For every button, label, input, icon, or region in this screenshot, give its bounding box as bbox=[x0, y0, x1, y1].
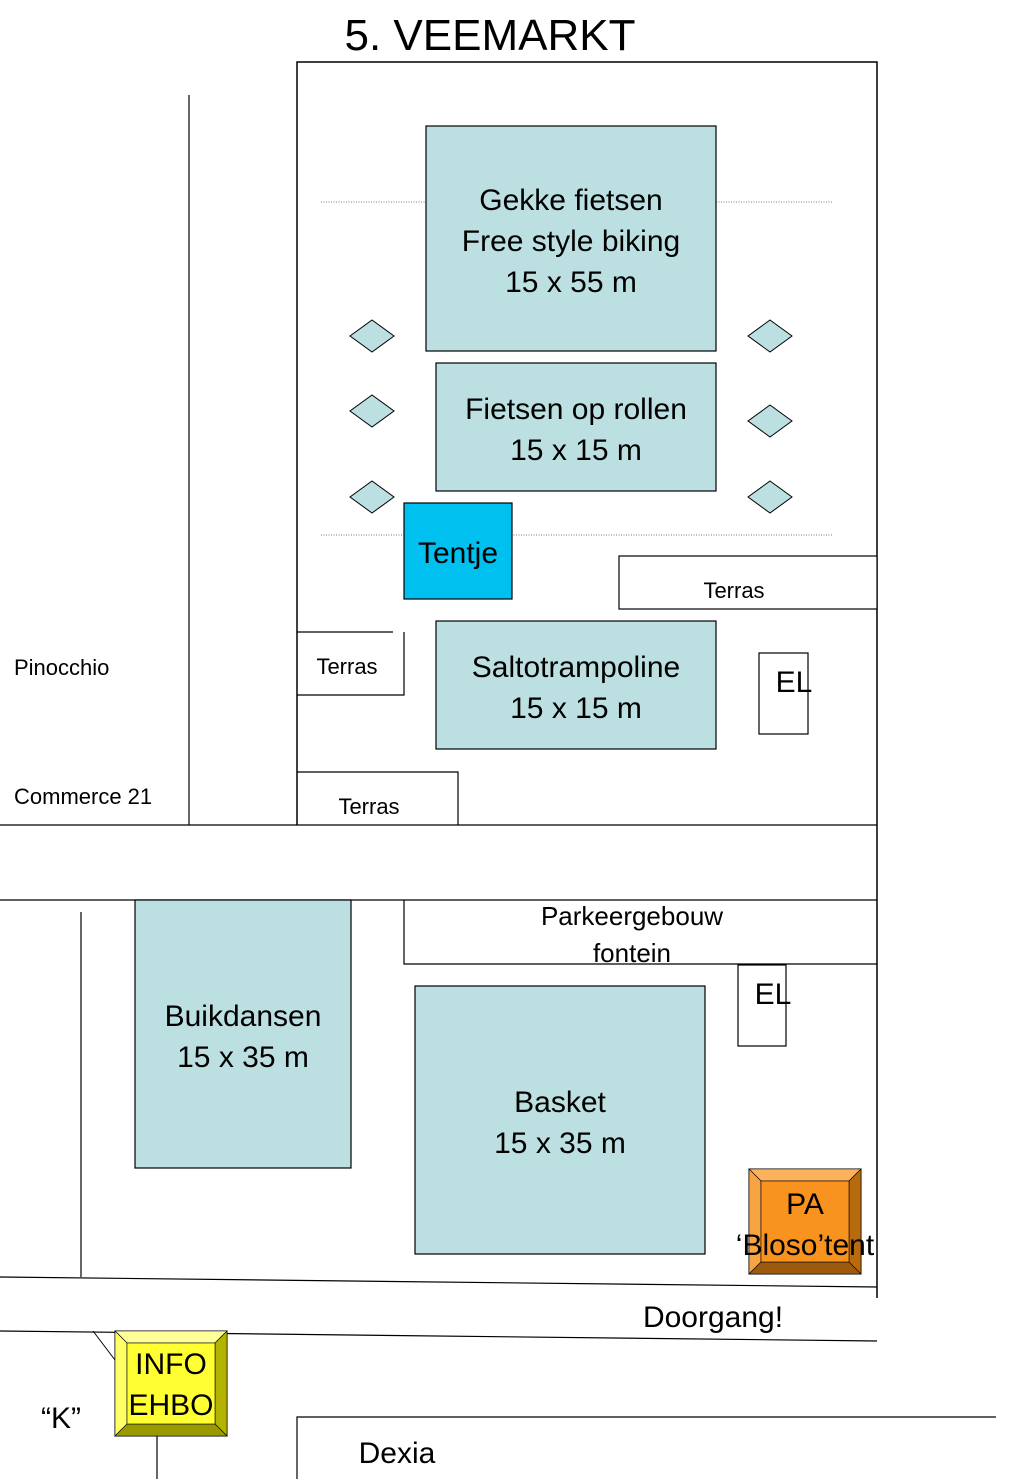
zone-gekke-fietsen bbox=[425, 125, 717, 352]
diamond-marker bbox=[349, 394, 395, 428]
dexia-label: Dexia bbox=[359, 1437, 436, 1470]
diamond-marker bbox=[747, 404, 793, 438]
doorgang-label: Doorgang! bbox=[643, 1301, 783, 1334]
zone-pa-bloso bbox=[748, 1168, 862, 1275]
zone-info-ehbo bbox=[114, 1330, 228, 1437]
terras-bottom bbox=[297, 771, 459, 825]
el-label-upper: EL bbox=[776, 666, 813, 699]
zone-gekke-fietsen-size: 15 x 55 m bbox=[505, 266, 637, 299]
diamond-marker bbox=[349, 319, 395, 353]
zone-fietsen-op-rollen bbox=[435, 362, 717, 492]
parkeergebouw bbox=[403, 900, 877, 965]
info-pointer-line bbox=[92, 1330, 116, 1361]
diamond-marker bbox=[747, 319, 793, 353]
zone-fietsen-op-rollen-title: Fietsen op rollen bbox=[465, 393, 687, 426]
zone-buikdansen bbox=[134, 899, 352, 1169]
ehbo-label: EHBO bbox=[128, 1389, 213, 1422]
terras-left bbox=[297, 631, 405, 696]
zone-saltotrampoline bbox=[435, 620, 717, 750]
parkeergebouw-label: Parkeergebouw bbox=[541, 901, 723, 931]
terras-left-label: Terras bbox=[316, 654, 377, 679]
zone-gekke-fietsen-title: Gekke fietsen bbox=[479, 184, 662, 217]
zone-basket-title: Basket bbox=[514, 1086, 606, 1119]
pinocchio-label: Pinocchio bbox=[14, 655, 109, 680]
zone-saltotrampoline-title: Saltotrampoline bbox=[472, 651, 680, 684]
commerce-label: Commerce 21 bbox=[14, 784, 152, 809]
street-line-doorgang-top bbox=[0, 1276, 878, 1288]
zone-pa-label: PA bbox=[786, 1188, 824, 1221]
dexia-building bbox=[296, 1416, 996, 1479]
zone-gekke-fietsen-subtitle: Free style biking bbox=[462, 225, 680, 258]
el-box-upper bbox=[758, 652, 809, 735]
zone-bloso-label: ‘Bloso’tent bbox=[736, 1229, 875, 1262]
zone-basket bbox=[414, 985, 706, 1255]
diamond-marker bbox=[747, 480, 793, 514]
el-label-lower: EL bbox=[755, 978, 792, 1011]
el-box-lower bbox=[737, 964, 787, 1047]
zone-fietsen-op-rollen-size: 15 x 15 m bbox=[510, 434, 642, 467]
fontein-label: fontein bbox=[593, 938, 671, 968]
site-boundary bbox=[296, 61, 878, 1298]
zone-tentje-label: Tentje bbox=[418, 537, 498, 570]
zone-buikdansen-size: 15 x 35 m bbox=[177, 1041, 309, 1074]
zone-tentje bbox=[403, 502, 513, 600]
zone-basket-size: 15 x 35 m bbox=[494, 1127, 626, 1160]
terras-right-label: Terras bbox=[703, 578, 764, 603]
diamond-marker bbox=[349, 480, 395, 514]
terras-bottom-label: Terras bbox=[338, 794, 399, 819]
zone-saltotrampoline-size: 15 x 15 m bbox=[510, 692, 642, 725]
terras-right bbox=[618, 555, 878, 610]
zone-buikdansen-title: Buikdansen bbox=[165, 1000, 322, 1033]
info-label: INFO bbox=[135, 1348, 207, 1381]
k-label: “K” bbox=[41, 1402, 81, 1435]
map-title: 5. VEEMARKT bbox=[345, 11, 636, 60]
